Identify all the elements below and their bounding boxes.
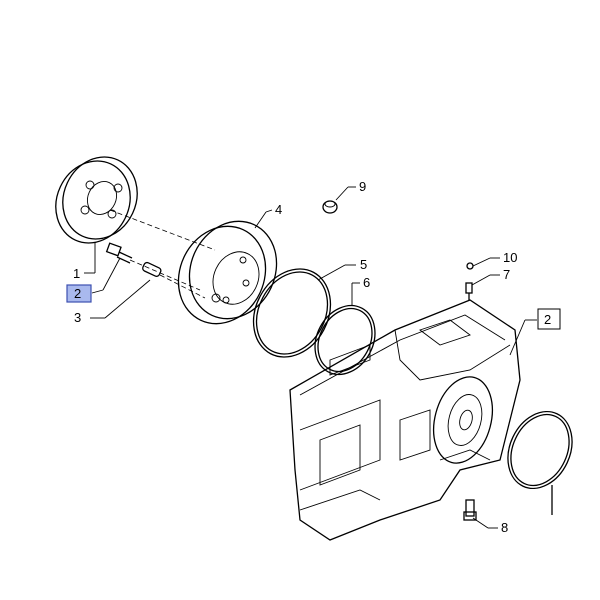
part-10-fitting[interactable] <box>466 262 474 270</box>
part-7-fitting[interactable] <box>465 282 473 300</box>
part-8-plug[interactable] <box>463 499 477 521</box>
leader-lines <box>84 186 537 529</box>
callout-1[interactable]: 1 <box>73 266 80 281</box>
part-3-pin[interactable] <box>142 261 162 278</box>
callout-labels: 1 2 3 4 5 6 7 8 9 10 2 <box>66 179 561 535</box>
callout-8[interactable]: 8 <box>501 520 508 535</box>
part-5-oring[interactable] <box>239 255 346 370</box>
part-4-hub[interactable] <box>163 207 292 338</box>
callout-4[interactable]: 4 <box>275 202 282 217</box>
callout-2[interactable]: 2 <box>74 286 81 301</box>
callout-6[interactable]: 6 <box>363 275 370 290</box>
callout-3[interactable]: 3 <box>74 310 81 325</box>
part-1-flange[interactable] <box>43 145 151 256</box>
part-2-bolt[interactable] <box>105 242 133 264</box>
part-6-oring[interactable] <box>303 295 386 385</box>
callout-9[interactable]: 9 <box>359 179 366 194</box>
callout-2b[interactable]: 2 <box>544 312 551 327</box>
callout-2-highlight <box>66 284 92 303</box>
part-9-plug[interactable] <box>322 200 338 214</box>
transmission-housing <box>289 299 521 541</box>
callout-10[interactable]: 10 <box>503 250 517 265</box>
callout-7[interactable]: 7 <box>503 267 510 282</box>
callout-5[interactable]: 5 <box>360 257 367 272</box>
callout-2b-box <box>537 308 561 330</box>
right-oring <box>507 410 573 490</box>
alignment-lines <box>109 209 216 299</box>
